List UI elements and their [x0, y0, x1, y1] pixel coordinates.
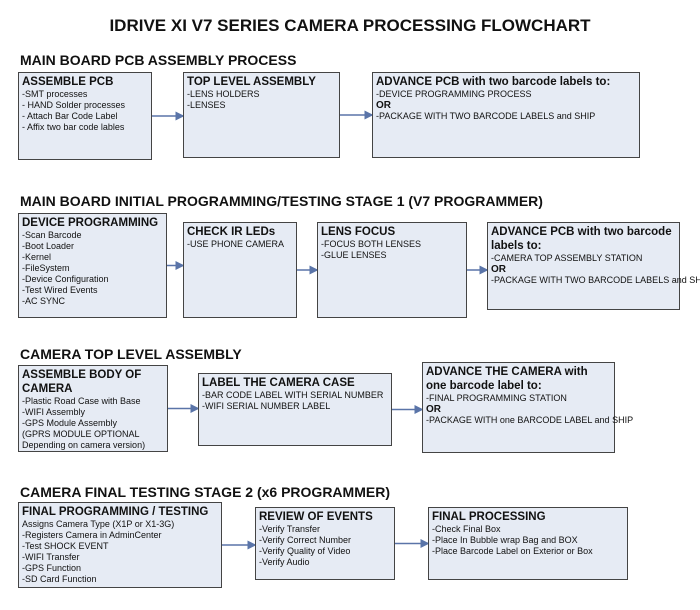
process-step: OR	[376, 100, 391, 111]
process-step: -Device Configuration	[22, 274, 109, 284]
process-step: -Test SHOCK EVENT	[22, 541, 109, 551]
process-step: -USE PHONE CAMERA	[187, 239, 285, 249]
process-step: OR	[491, 264, 506, 275]
process-step: -PACKAGE WITH TWO BARCODE LABELS and SHI…	[376, 111, 596, 121]
section-title: MAIN BOARD PCB ASSEMBLY PROCESS	[20, 52, 297, 68]
process-heading: ADVANCE THE CAMERA with one barcode labe…	[426, 366, 588, 392]
process-step: -AC SYNC	[22, 296, 66, 306]
process-step: -Scan Barcode	[22, 230, 82, 240]
process-step: -FOCUS BOTH LENSES	[321, 239, 422, 249]
process-heading: REVIEW OF EVENTS	[259, 511, 373, 523]
process-box: REVIEW OF EVENTS-Verify Transfer-Verify …	[255, 507, 395, 580]
process-step: -GPS Module Assembly	[22, 418, 118, 428]
process-heading: LENS FOCUS	[321, 226, 396, 238]
process-heading: DEVICE PROGRAMMING	[22, 217, 159, 229]
process-heading: ADVANCE PCB with two barcode labels to:	[491, 226, 672, 252]
process-step: -Verify Quality of Video	[259, 546, 351, 556]
process-step: -DEVICE PROGRAMMING PROCESS	[376, 89, 532, 99]
process-step: -Kernel	[22, 252, 52, 262]
process-step: -Check Final Box	[432, 524, 501, 534]
process-step: -GPS Function	[22, 563, 82, 573]
process-step: -WIFI Transfer	[22, 552, 80, 562]
process-step: -WIFI SERIAL NUMBER LABEL	[202, 401, 331, 411]
process-step: -SD Card Function	[22, 574, 97, 584]
process-step: OR	[426, 404, 441, 415]
process-heading: ASSEMBLE BODY OF CAMERA	[22, 369, 142, 395]
process-step: Assigns Camera Type (X1P or X1-3G)	[22, 519, 175, 529]
process-heading: CHECK IR LEDs	[187, 226, 276, 238]
process-step: - HAND Solder processes	[22, 100, 126, 110]
section-title: CAMERA FINAL TESTING STAGE 2 (x6 PROGRAM…	[20, 484, 390, 500]
process-step: -LENS HOLDERS	[187, 89, 260, 99]
process-box: ADVANCE PCB with two barcode labels to:-…	[372, 72, 640, 158]
process-step: - Affix two bar code lables	[22, 122, 125, 132]
process-box: LABEL THE CAMERA CASE-BAR CODE LABEL WIT…	[198, 373, 392, 446]
process-step: -Verify Transfer	[259, 524, 321, 534]
process-step: -GLUE LENSES	[321, 250, 387, 260]
process-box: ADVANCE PCB with two barcode labels to:-…	[487, 222, 700, 310]
process-step: -Plastic Road Case with Base	[22, 396, 141, 406]
process-step: Depending on camera version)	[22, 440, 146, 450]
process-step: -Place In Bubble wrap Bag and BOX	[432, 535, 578, 545]
process-heading: ADVANCE PCB with two barcode labels to:	[376, 76, 611, 88]
process-step: -FINAL PROGRAMMING STATION	[426, 393, 567, 403]
process-step: -Test Wired Events	[22, 285, 98, 295]
process-step: -LENSES	[187, 100, 226, 110]
process-box: FINAL PROCESSING -Check Final Box-Place …	[428, 507, 628, 580]
process-step: -Verify Correct Number	[259, 535, 352, 545]
process-step: -Boot Loader	[22, 241, 75, 251]
process-step: -FileSystem	[22, 263, 70, 273]
section-title: MAIN BOARD INITIAL PROGRAMMING/TESTING S…	[20, 193, 543, 209]
process-step: (GPRS MODULE OPTIONAL	[22, 429, 140, 439]
process-step: -Place Barcode Label on Exterior or Box	[432, 546, 593, 556]
process-step: -SMT processes	[22, 89, 88, 99]
process-step: -PACKAGE WITH one BARCODE LABEL and SHIP	[426, 415, 634, 425]
process-heading: TOP LEVEL ASSEMBLY	[187, 76, 316, 88]
process-box: CHECK IR LEDs-USE PHONE CAMERA	[183, 222, 297, 318]
process-heading: LABEL THE CAMERA CASE	[202, 377, 355, 389]
section-title: CAMERA TOP LEVEL ASSEMBLY	[20, 346, 242, 362]
process-box: ADVANCE THE CAMERA with one barcode labe…	[422, 362, 634, 453]
process-step: - Attach Bar Code Label	[22, 111, 118, 121]
process-step: -PACKAGE WITH TWO BARCODE LABELS and SHI…	[491, 275, 700, 285]
process-box: DEVICE PROGRAMMING-Scan Barcode-Boot Loa…	[18, 213, 167, 318]
process-box: TOP LEVEL ASSEMBLY-LENS HOLDERS-LENSES	[183, 72, 340, 158]
page-title: IDRIVE XI V7 SERIES CAMERA PROCESSING FL…	[109, 16, 591, 35]
process-step: -Verify Audio	[259, 557, 310, 567]
process-heading: ASSEMBLE PCB	[22, 76, 114, 88]
process-step: -WIFI Assembly	[22, 407, 86, 417]
process-step: -Registers Camera in AdminCenter	[22, 530, 162, 540]
process-heading: FINAL PROGRAMMING / TESTING	[22, 506, 209, 518]
process-box: ASSEMBLE BODY OF CAMERA-Plastic Road Cas…	[18, 365, 168, 452]
process-step: -BAR CODE LABEL WITH SERIAL NUMBER	[202, 390, 384, 400]
process-step: -CAMERA TOP ASSEMBLY STATION	[491, 253, 643, 263]
process-box: ASSEMBLE PCB-SMT processes- HAND Solder …	[18, 72, 152, 160]
process-box: LENS FOCUS-FOCUS BOTH LENSES-GLUE LENSES	[317, 222, 467, 318]
process-heading: FINAL PROCESSING	[432, 511, 546, 523]
